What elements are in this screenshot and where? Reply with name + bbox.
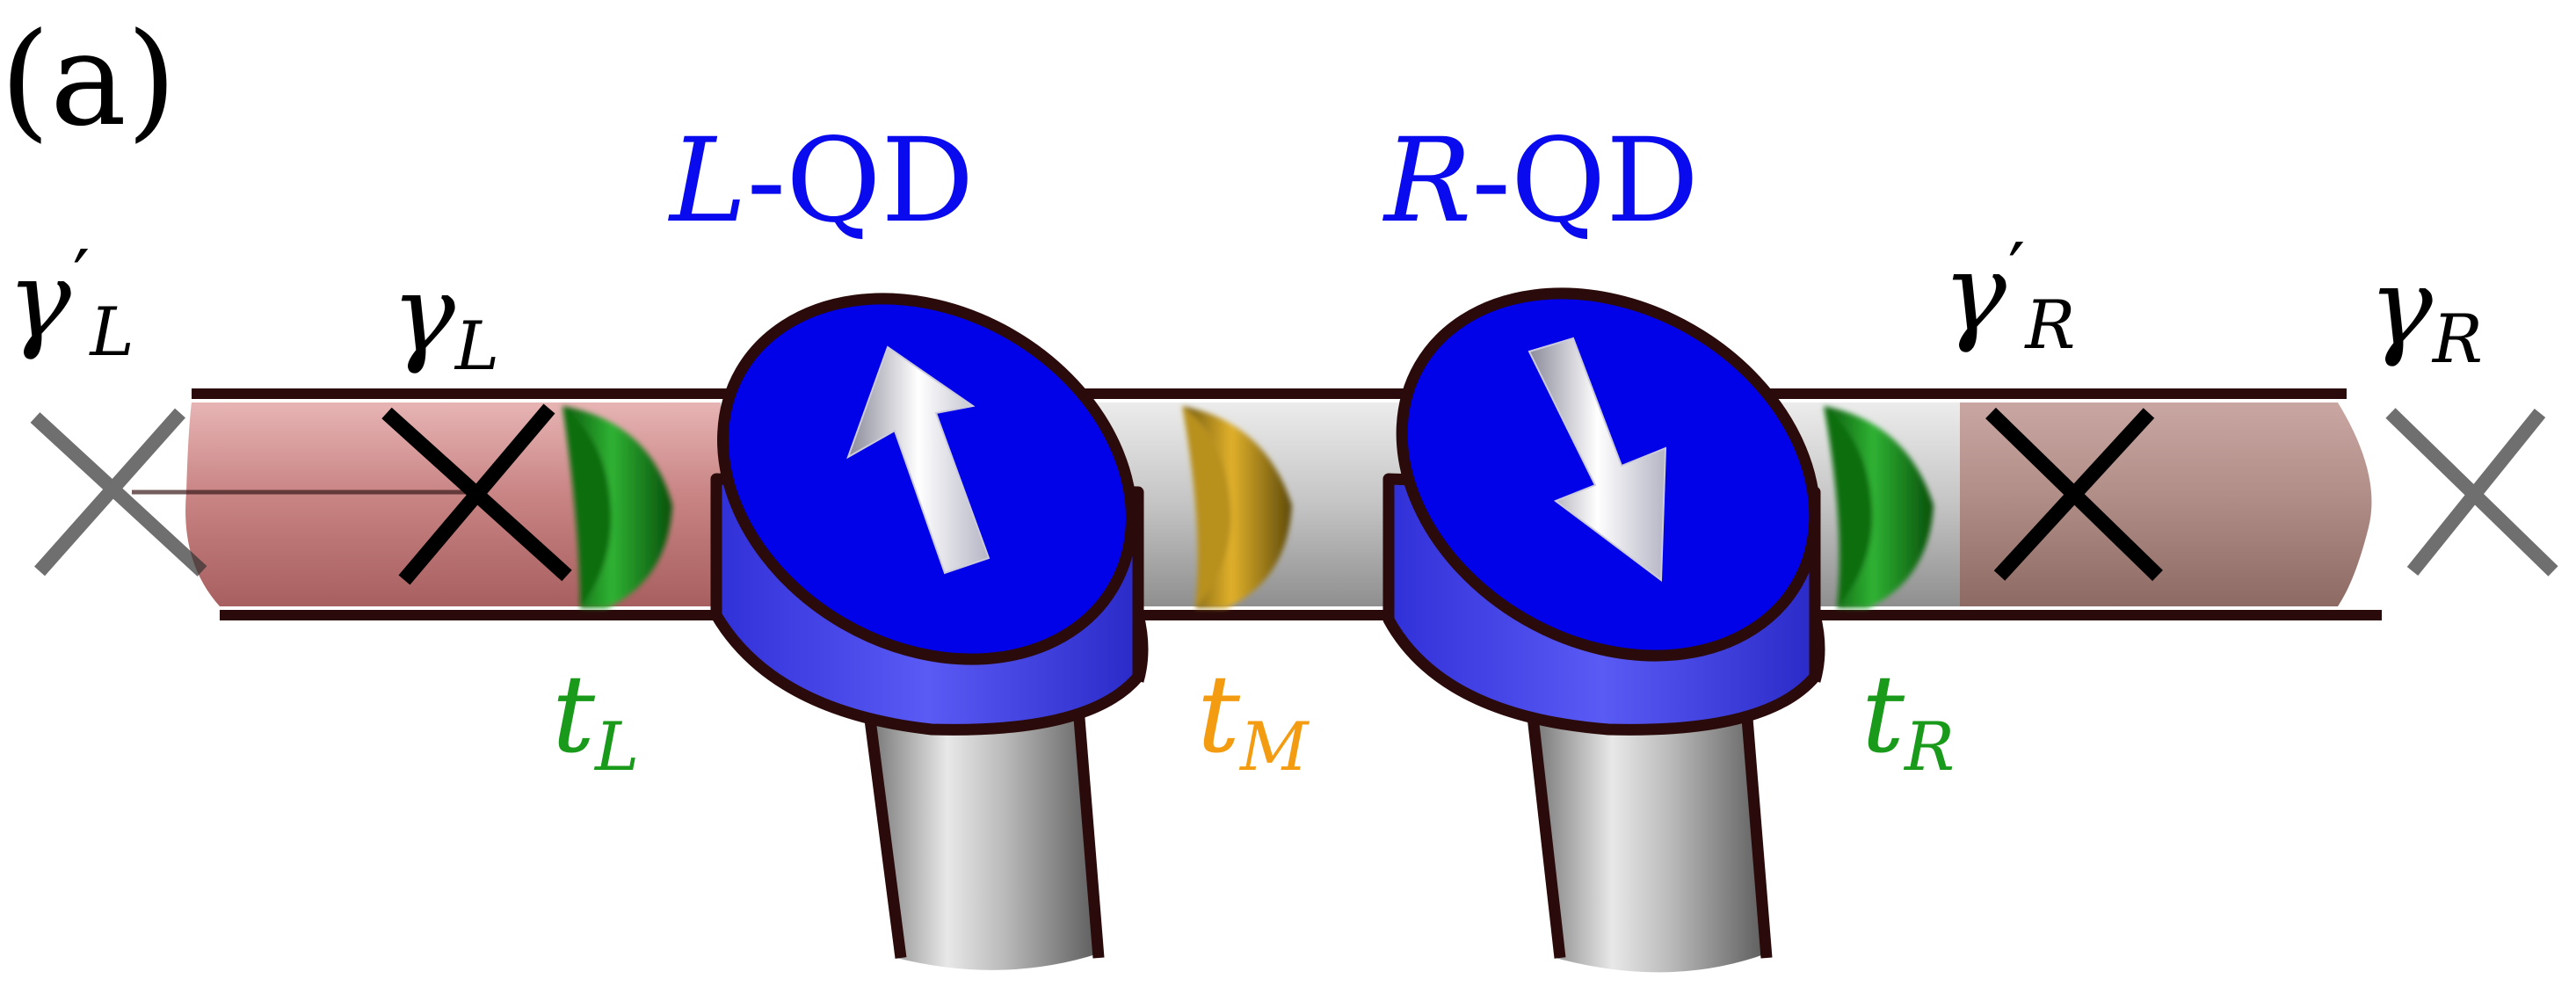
left-coupler [562, 406, 672, 608]
right-dot-label: R-QD [1384, 123, 1699, 239]
coupling-label-left: tL [552, 661, 639, 780]
majorana-cross-outer-right [2385, 408, 2558, 577]
subscript: R [2025, 286, 2076, 365]
gamma-symbol: γ [1942, 230, 2006, 355]
t-symbol: t [1861, 652, 1905, 777]
coupling-label-right: tR [1861, 661, 1955, 780]
majorana-cross-outer-left [30, 408, 207, 577]
spin-down-arrow-icon [1527, 337, 1667, 582]
middle-coupler [1182, 406, 1292, 608]
left-lead [860, 685, 1105, 970]
prime-mark: ′ [72, 234, 91, 322]
gamma-symbol: γ [2369, 244, 2433, 369]
t-symbol: t [552, 652, 596, 777]
majorana-label-inner-right: γ′R [1942, 233, 2075, 359]
right-lead [1523, 685, 1773, 973]
subscript: L [454, 308, 500, 386]
spin-up-arrow-icon [846, 345, 990, 575]
subscript: R [1905, 708, 1955, 787]
gamma-symbol: γ [7, 237, 71, 362]
coupling-label-middle: tM [1197, 661, 1308, 780]
prime-mark: ′ [2007, 227, 2026, 315]
right-dot-suffix: -QD [1471, 113, 1700, 249]
subscript: L [595, 708, 640, 787]
right-coupler [1824, 406, 1934, 608]
subscript: L [90, 294, 134, 372]
right-quantum-dot [1382, 287, 1825, 736]
left-quantum-dot [710, 293, 1149, 736]
majorana-cross-inner-left [381, 403, 572, 585]
majorana-label-outer-left: γ′L [7, 240, 134, 366]
majorana-label-outer-right: γR [2369, 253, 2483, 373]
t-symbol: t [1197, 652, 1241, 777]
majorana-label-inner-left: γL [391, 260, 499, 380]
left-dot-label: L-QD [670, 123, 974, 239]
gamma-symbol: γ [391, 251, 455, 376]
panel-label: (a) [0, 5, 177, 155]
left-dot-name: L [670, 113, 747, 249]
left-dot-suffix: -QD [746, 113, 975, 249]
subscript: R [2432, 301, 2483, 379]
wire-right-segment [1960, 402, 2372, 606]
majorana-cross-inner-right [1985, 407, 2163, 582]
subscript: M [1240, 708, 1309, 787]
right-dot-name: R [1384, 113, 1472, 249]
